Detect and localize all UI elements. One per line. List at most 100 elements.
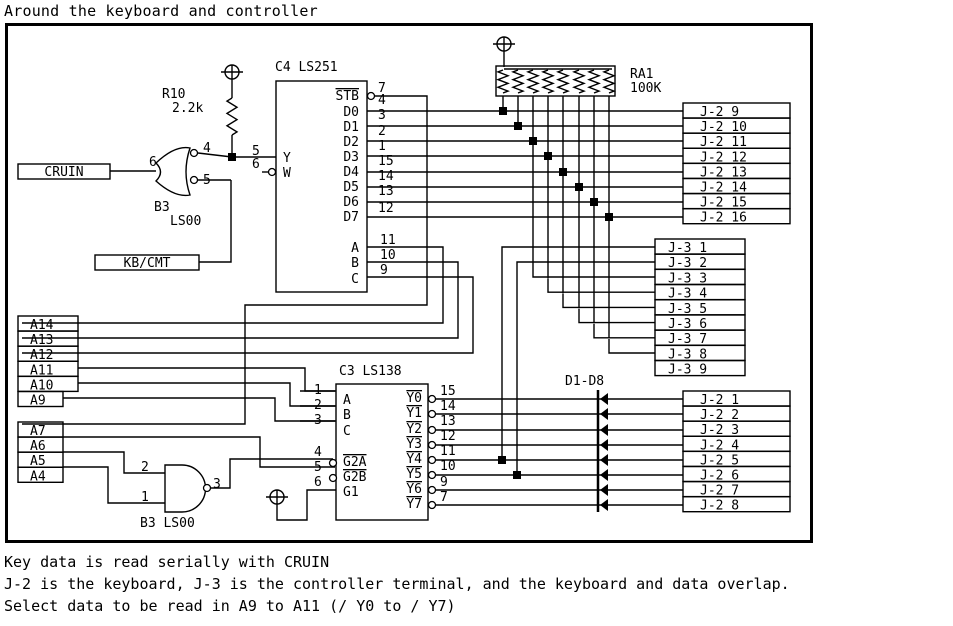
inversion-bubble: [427, 440, 437, 450]
c3-pin-number: 10: [440, 459, 456, 474]
c3-pin-number: 15: [440, 384, 456, 399]
diode-4: [600, 439, 608, 451]
r10-value: 2.2k: [172, 101, 203, 116]
c3-pin-number: 11: [440, 444, 456, 459]
wire-j3-3: [532, 263, 655, 278]
inversion-bubble: [267, 167, 277, 177]
wire-a-a14: [22, 246, 444, 324]
ra1-resistor-6: [587, 69, 601, 94]
c3-pin-number: 9: [440, 475, 448, 490]
inversion-bubble: [427, 425, 437, 435]
junction-dot: [513, 471, 521, 479]
address-label-a14: A14: [30, 318, 54, 333]
r10-resistor: [225, 97, 239, 136]
ra1-ref: RA1: [630, 67, 653, 82]
j2-lower-pin: J-2 4: [700, 438, 739, 453]
ra1-resistor-2: [526, 69, 540, 94]
wire-a6: [63, 436, 335, 468]
c4-pin-name: D7: [343, 210, 359, 225]
c4-pin-number: 7: [378, 81, 386, 96]
j3-pin: J-3 8: [668, 347, 707, 362]
j2-upper-pin: J-2 9: [700, 105, 739, 120]
diode-3: [600, 424, 608, 436]
wire-c-a12: [22, 276, 474, 354]
diode-7: [600, 484, 608, 496]
c3-output-name: Y1: [406, 406, 422, 421]
c3-ls138-chip: [335, 383, 429, 521]
schematic-frame: [5, 23, 813, 543]
inversion-bubble: [202, 483, 212, 493]
notes: Key data is read serially with CRUIN J-2…: [4, 551, 790, 617]
c3-output-name: Y7: [406, 497, 422, 512]
c4-pin-number: 13: [378, 184, 394, 199]
j3-pin: J-3 4: [668, 287, 707, 302]
nand-gate-bottom: [164, 464, 207, 513]
gate-pin-number: 3: [213, 477, 221, 492]
c3-pin-number: 5: [314, 460, 322, 475]
c4-pin-name: D2: [343, 135, 359, 150]
wire-kbcmt: [199, 180, 232, 263]
c3-input-name: A: [343, 393, 351, 408]
j2-lower-pin: J-2 5: [700, 453, 739, 468]
inversion-bubble: [427, 470, 437, 480]
note-line: Select data to be read in A9 to A11 (/ Y…: [4, 597, 456, 615]
r10-ref: R10: [162, 87, 185, 102]
j3-pin-box: [654, 359, 746, 377]
junction-dot: [575, 183, 583, 191]
address-label-a10: A10: [30, 378, 53, 393]
wire-a11: [78, 367, 335, 392]
wire-stb-a7: [22, 95, 428, 425]
c3-output-name: Y4: [406, 452, 422, 467]
gate-pin-number: 4: [203, 141, 211, 156]
diode-8: [600, 499, 608, 511]
wire-a5: [63, 451, 165, 474]
c4-pin-name: B: [351, 256, 359, 271]
c4-pin-number: 10: [380, 248, 396, 263]
address-label-a4: A4: [30, 469, 46, 484]
c4-pin-number: 2: [378, 124, 386, 139]
note-line: Key data is read serially with CRUIN: [4, 553, 330, 571]
kbcmt-label-box: [94, 254, 200, 271]
diodes-label: D1-D8: [565, 374, 604, 389]
b3-part: LS00: [170, 214, 201, 229]
j2-lower-pin: J-2 7: [700, 484, 739, 499]
address-label-a5: A5: [30, 454, 46, 469]
inversion-bubble: [427, 485, 437, 495]
ra1-resistor-0: [496, 69, 510, 94]
j2-upper-pin: J-2 14: [700, 181, 747, 196]
j2-upper-pin: J-2 11: [700, 135, 747, 150]
wire-b-a13: [22, 261, 459, 339]
b3-ref: B3: [154, 200, 170, 215]
c4-pin-number: 15: [378, 154, 394, 169]
c4-pin-number: 1: [378, 139, 386, 154]
ra1-resistor-7: [602, 69, 616, 94]
c4-pin-name: D4: [343, 165, 359, 180]
inversion-bubble: [366, 91, 376, 101]
wire-j3-5: [562, 293, 655, 309]
c4-chip-label: C4 LS251: [275, 60, 338, 75]
cruin-label: CRUIN: [44, 165, 83, 180]
junction-dot: [499, 107, 507, 115]
wire-j3-2: [516, 261, 655, 475]
c3-input-name: G1: [343, 485, 359, 500]
inversion-bubble: [427, 394, 437, 404]
c4-pin-name: D1: [343, 120, 359, 135]
c4-pin-name: A: [351, 241, 359, 256]
c3-input-name: G2A: [343, 455, 367, 470]
j3-pin: J-3 1: [668, 241, 707, 256]
c3-pin-number: 4: [314, 445, 322, 460]
c4-pin-name: D3: [343, 150, 359, 165]
j3-pin: J-3 5: [668, 302, 707, 317]
note-line: J-2 is the keyboard, J-3 is the controll…: [4, 575, 790, 593]
j2-upper-pin: J-2 13: [700, 165, 747, 180]
j2-lower-pin-box: [682, 496, 791, 513]
inversion-bubble: [189, 148, 199, 158]
c3-output-name: Y2: [406, 422, 422, 437]
c3-output-name: Y5: [406, 467, 422, 482]
j3-pin: J-3 6: [668, 317, 707, 332]
j2-upper-pin: J-2 16: [700, 211, 747, 226]
junction-dot: [559, 168, 567, 176]
inversion-bubble: [427, 500, 437, 510]
address-label-a11: A11: [30, 363, 53, 378]
c3-input-name: B: [343, 408, 351, 423]
